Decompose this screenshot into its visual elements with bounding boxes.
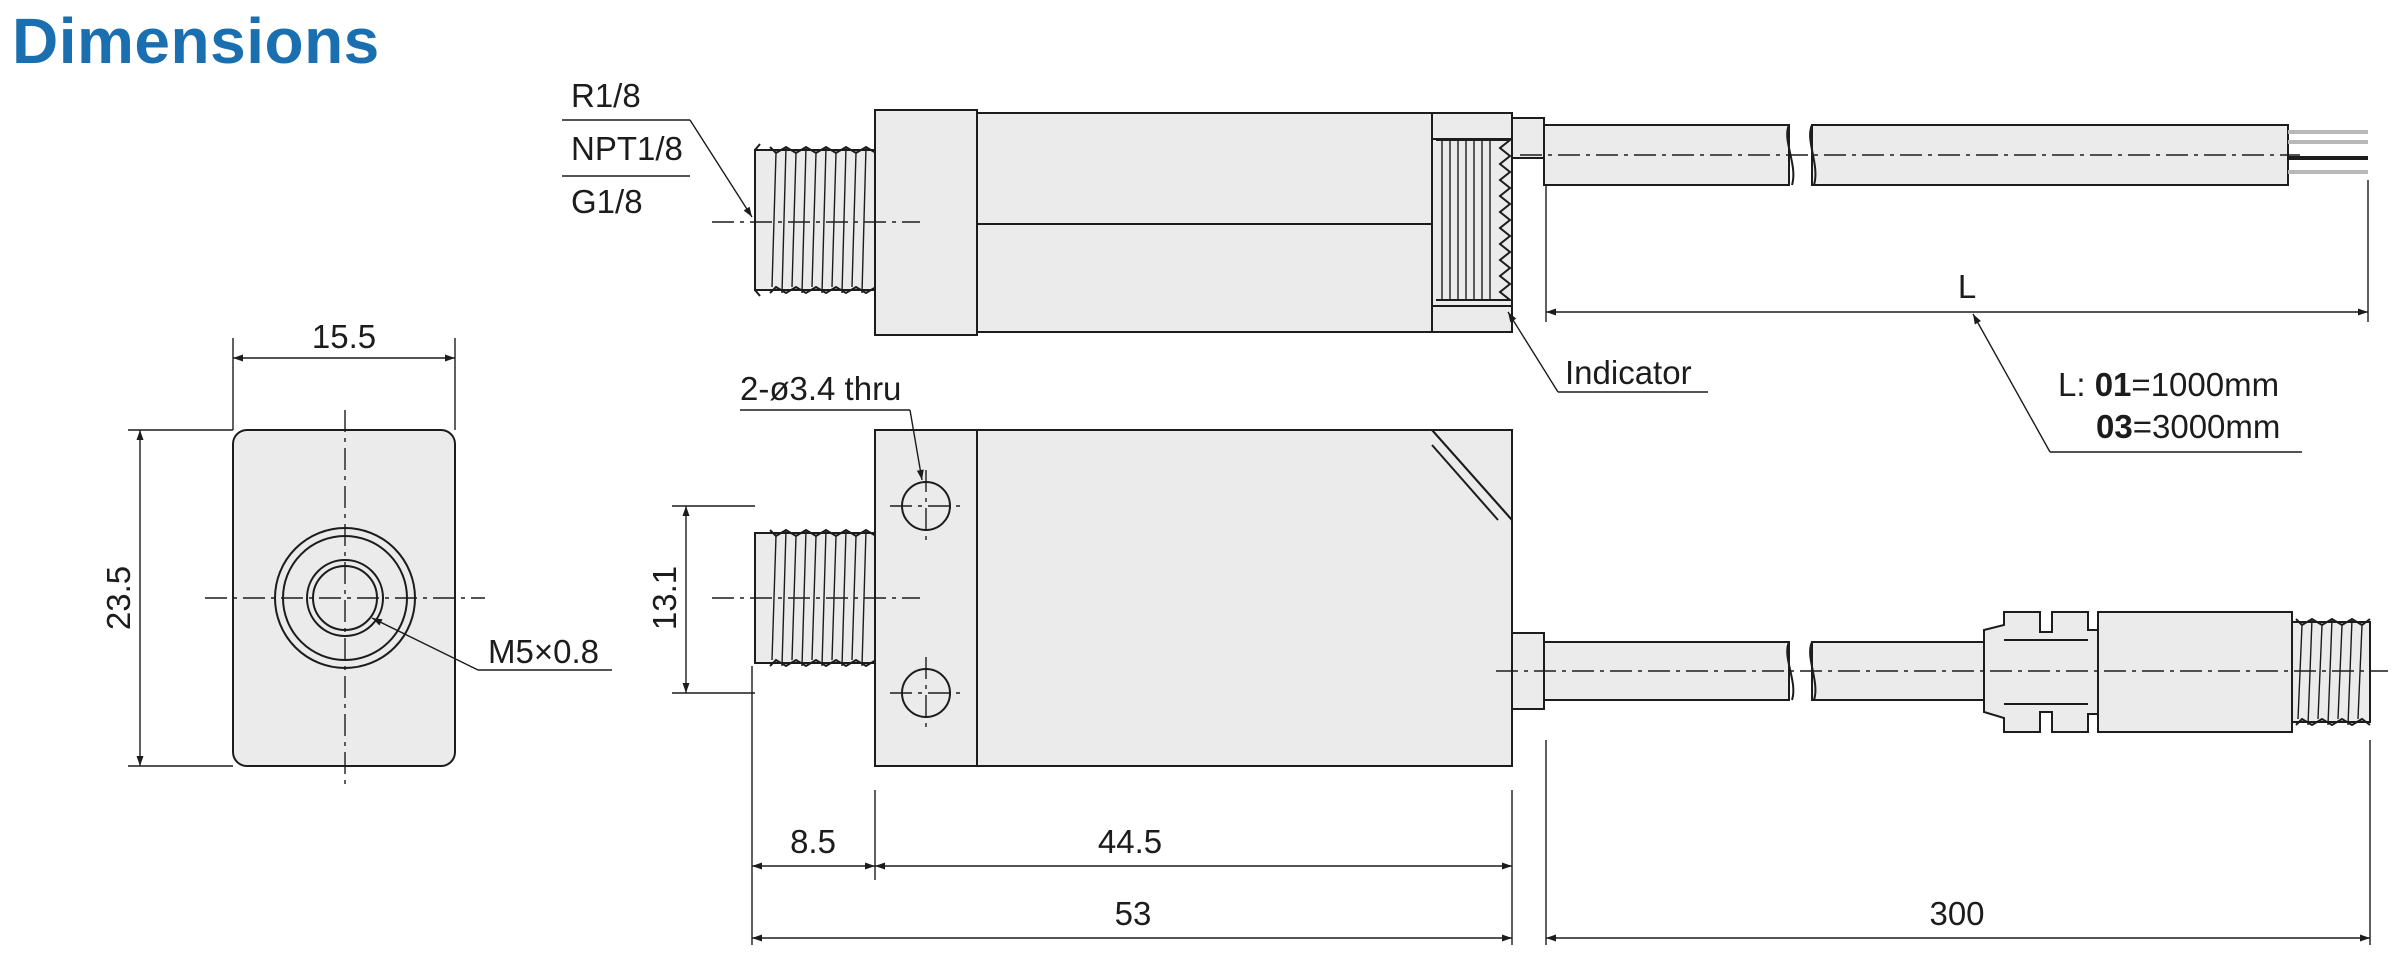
page-title: Dimensions [12,5,380,77]
thread-lines [771,529,867,667]
port-thread-label: M5×0.8 [488,633,599,670]
leader-port-thread [371,617,479,671]
thread-crest-top [769,145,877,155]
connector-thread-crest [2295,717,2371,727]
break-mark [1809,641,1817,701]
dim-front-height-label: 23.5 [100,566,137,630]
dim-thread-length-label: 8.5 [790,823,836,860]
top-view: R1/8 NPT1/8 G1/8 Indicator L L: 01=1000m… [562,77,2369,453]
thread-crest-bottom [769,658,877,668]
cable-boot [1511,117,1545,159]
break-mark [1786,124,1795,186]
port-bore [306,559,384,637]
side-view: 2-ø3.4 thru 13.1 8.5 44.5 53 300 [646,370,2388,945]
dim-cable-300-label: 300 [1929,895,1984,932]
top-hex [874,109,978,336]
mount-holes-label: 2-ø3.4 thru [740,370,901,407]
front-view: 15.5 23.5 M5×0.8 [100,318,612,790]
indicator-knurl [1436,139,1513,301]
chamfer-edge [1431,429,1513,521]
thread-r-label: R1/8 [571,77,641,114]
indicator-cap [1431,112,1513,333]
thread-g-label: G1/8 [571,183,643,220]
thread-npt-label: NPT1/8 [571,130,683,167]
knurl-lines [1441,140,1491,300]
chamfer-edge-inner [1431,444,1499,521]
length-option-03: 03=3000mm [2096,408,2280,445]
thread-chamfer [754,143,761,297]
connector-body [1983,611,2293,733]
leader-indicator [1507,311,1559,393]
dim-body-length-label: 44.5 [1098,823,1162,860]
thread-crest-bottom [769,285,877,295]
side-main-body [976,429,1513,767]
thread-lines [771,146,867,294]
length-option-01: L: 01=1000mm [2058,366,2279,403]
connector-thread-lines [2297,618,2363,726]
dim-thread-height-label: 13.1 [646,566,683,630]
top-cable-b [1811,124,2289,186]
thread-crest-top [769,528,877,538]
leader-length-options [1972,313,2051,453]
indicator-label: Indicator [1565,354,1692,391]
break-mark [1809,124,1817,186]
cable-length-label: L [1958,268,1976,305]
break-mark [1786,641,1795,701]
top-main-body [976,112,1433,333]
dim-front-width-label: 15.5 [312,318,376,355]
dim-overall-length-label: 53 [1115,895,1152,932]
leader-mount-holes [909,409,924,481]
leader-thread [689,119,753,218]
front-body [232,429,456,767]
